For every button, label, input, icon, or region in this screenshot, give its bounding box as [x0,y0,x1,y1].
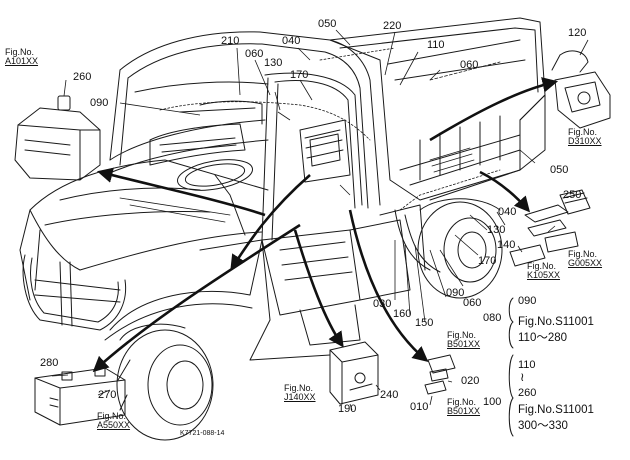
part-030: 030 [373,298,392,310]
part-220: 220 [383,20,402,32]
tail-lamp [551,50,611,129]
arrow-to-relay [348,209,429,362]
part-250: 250 [563,189,582,201]
part-010: 010 [410,401,429,413]
part-150: 150 [415,317,434,329]
roll-cage [109,31,381,241]
fuel-tank [14,95,101,181]
dashboard [104,100,269,236]
rear-wheel [417,198,503,299]
cargo-bed [329,17,546,201]
wiring-harness [159,47,501,211]
fig-ref-relay-upper: Fig.No.B501XX [447,330,481,350]
part-040: 040 [498,206,517,218]
part-120: 120 [568,27,587,39]
part-190: 190 [338,403,357,415]
part-060: 060 [463,297,482,309]
fig-ref-control-box: Fig.No.J140XX [284,383,316,403]
part-170: 170 [290,69,309,81]
relay-parts [424,354,456,395]
part-260: 260 [73,71,92,83]
bracket-parts [509,189,591,267]
arrow-to-dash [230,174,311,271]
part-260: 260 [518,387,537,399]
callout-arrows [92,77,559,373]
part-170: 170 [478,255,497,267]
part-050: 050 [318,18,337,30]
fig-ref-relay-lower: Fig.No.B501XX [447,397,481,417]
front-fender [104,239,271,341]
arrow-to-brackets [479,170,531,213]
part-240: 240 [380,389,399,401]
fig-ref-fuel-tank: Fig.No.A101XX [5,47,39,67]
part-040: 040 [282,35,301,47]
part-100: 100 [483,396,502,408]
arrow-to-control-box [293,229,344,348]
ref-lower-range: 300～330 [518,420,568,432]
fig-ref-tail-lamp: Fig.No.D310XX [568,127,602,147]
part-140: 140 [497,239,516,251]
part-210: 210 [221,35,240,47]
arrow-to-tail-lamp [429,77,559,142]
drawing-id: K7721-088-14 [180,430,225,437]
reference-brackets [508,297,514,437]
part-130: 130 [264,57,283,69]
part-090: 090 [90,97,109,109]
ref-upper-range: 110～280 [518,332,568,344]
fig-ref-bracket-k: Fig.No.K105XX [527,261,561,281]
part-130: 130 [487,224,506,236]
range-tilde: ≀ [520,370,525,384]
part-270: 270 [98,389,117,401]
part-060: 060 [245,48,264,60]
part-090: 090 [446,287,465,299]
part-050: 050 [550,164,569,176]
hood [19,159,269,301]
part-020: 020 [461,375,480,387]
fig-ref-battery: Fig.No.A550XX [97,411,131,431]
part-080: 080 [483,312,502,324]
leader-lines [51,29,589,411]
brush-guard [22,254,127,331]
part-090: 090 [518,295,537,307]
part-110: 110 [518,359,536,371]
ref-upper-fig: Fig.No.S11001 [518,316,594,328]
fig-ref-bracket-g: Fig.No.G005XX [568,249,603,269]
arrow-to-fuel-tank [96,167,266,217]
chassis [249,204,441,361]
control-box [329,341,379,405]
ref-lower-fig: Fig.No.S11001 [518,404,594,416]
part-160: 160 [393,308,412,320]
arrow-to-battery [92,223,301,373]
part-060: 060 [460,59,479,71]
part-110: 110 [427,39,445,51]
front-wheel [116,323,214,441]
part-280: 280 [40,357,59,369]
